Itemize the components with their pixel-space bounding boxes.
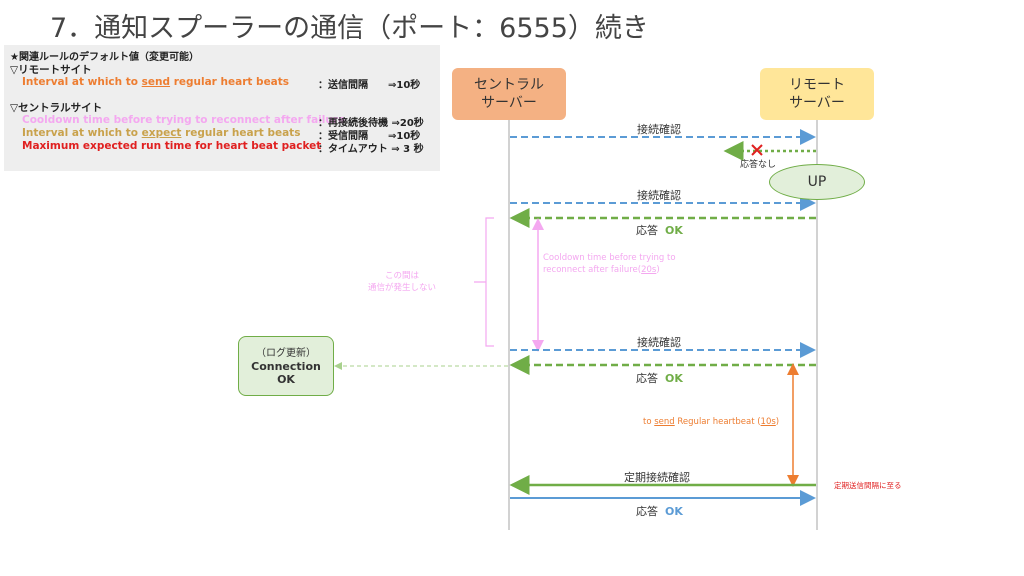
- send-interval-rule: Interval at which to send regular heart …: [22, 76, 289, 88]
- cooldown-note-end: ): [656, 265, 660, 275]
- response-text-2: 応答: [636, 372, 658, 385]
- failure-x-icon: [751, 144, 763, 156]
- max-runtime-rule: Maximum expected run time for heart beat…: [22, 140, 322, 152]
- confirm-label-2: 接続確認: [637, 189, 681, 202]
- periodic-confirm-label: 定期接続確認: [624, 471, 690, 484]
- cooldown-value: ：再接続後待機 ⇒20秒: [318, 118, 424, 129]
- expect-rule-keyword: expect: [141, 127, 182, 139]
- send-rule-text-end: regular heart beats: [170, 76, 290, 88]
- heartbeat-note: to send Regular heartbeat (10s): [643, 417, 779, 427]
- timeout-value: ：タイムアウト ⇒ 3 秒: [318, 144, 424, 155]
- response-label-3: 応答 OK: [636, 503, 683, 519]
- ok-label-1: OK: [665, 224, 683, 237]
- expect-interval-rule: Interval at which to expect regular hear…: [22, 127, 300, 139]
- remote-server-label: リモート: [789, 77, 845, 93]
- confirm-label-1: 接続確認: [637, 123, 681, 136]
- log-update-box: （ログ更新） Connection OK: [238, 336, 334, 396]
- remote-server-box: リモート サーバー: [760, 68, 874, 120]
- log-ok-label: OK: [277, 372, 295, 386]
- send-rule-text: Interval at which to: [22, 76, 142, 88]
- response-text-1: 応答: [636, 224, 658, 237]
- silence-note-line1: この間は: [385, 271, 420, 281]
- central-server-label: セントラル: [474, 77, 544, 93]
- response-label-2: 応答 OK: [636, 370, 683, 386]
- central-server-label-2: サーバー: [481, 95, 537, 111]
- central-server-box: セントラル サーバー: [452, 68, 566, 120]
- heartbeat-note-value: 10s: [760, 417, 776, 427]
- cooldown-note-value: 20s: [641, 265, 657, 275]
- send-rule-keyword: send: [141, 76, 171, 88]
- ok-label-2: OK: [665, 372, 683, 385]
- cooldown-note: Cooldown time before trying to reconnect…: [543, 252, 676, 276]
- remote-site-heading: ▽リモートサイト: [10, 64, 92, 76]
- log-update-title: （ログ更新）: [256, 347, 316, 359]
- rules-panel: ★関連ルールのデフォルト値（変更可能） ▽リモートサイト Interval at…: [4, 45, 440, 171]
- response-label-1: 応答 OK: [636, 222, 683, 238]
- send-interval-value: ：送信間隔 ⇒10秒: [318, 80, 421, 91]
- remote-server-label-2: サーバー: [789, 95, 845, 111]
- page-title: 7．通知スプーラーの通信（ポート：6555）続き: [50, 13, 649, 44]
- heartbeat-note-mid: Regular heartbeat (: [674, 417, 761, 427]
- expect-interval-value: ：受信間隔 ⇒10秒: [318, 131, 421, 142]
- cooldown-note-line1: Cooldown time before trying to: [543, 253, 676, 263]
- periodic-interval-note: 定期送信間隔に至る: [834, 481, 902, 490]
- ok-label-3: OK: [665, 505, 683, 518]
- cooldown-note-line2: reconnect after failure(: [543, 265, 642, 275]
- expect-rule-text-end: regular heart beats: [181, 127, 301, 139]
- silence-brace: [474, 217, 494, 347]
- cooldown-rule: Cooldown time before trying to reconnect…: [22, 114, 346, 126]
- heartbeat-note-end: ): [775, 417, 780, 427]
- log-connection-label: Connection: [251, 359, 321, 373]
- expect-rule-text: Interval at which to: [22, 127, 142, 139]
- heartbeat-note-pre: to: [643, 417, 655, 427]
- rules-header: ★関連ルールのデフォルト値（変更可能）: [10, 52, 199, 63]
- central-site-heading: ▽セントラルサイト: [10, 102, 103, 114]
- confirm-label-3: 接続確認: [637, 336, 681, 349]
- up-status: UP: [769, 164, 865, 200]
- silence-note-line2: 通信が発生しない: [368, 283, 437, 293]
- no-response-label: 応答なし: [740, 160, 777, 170]
- silence-note: この間は 通信が発生しない: [368, 270, 436, 294]
- response-text-3: 応答: [636, 505, 658, 518]
- heartbeat-note-keyword: send: [654, 417, 675, 427]
